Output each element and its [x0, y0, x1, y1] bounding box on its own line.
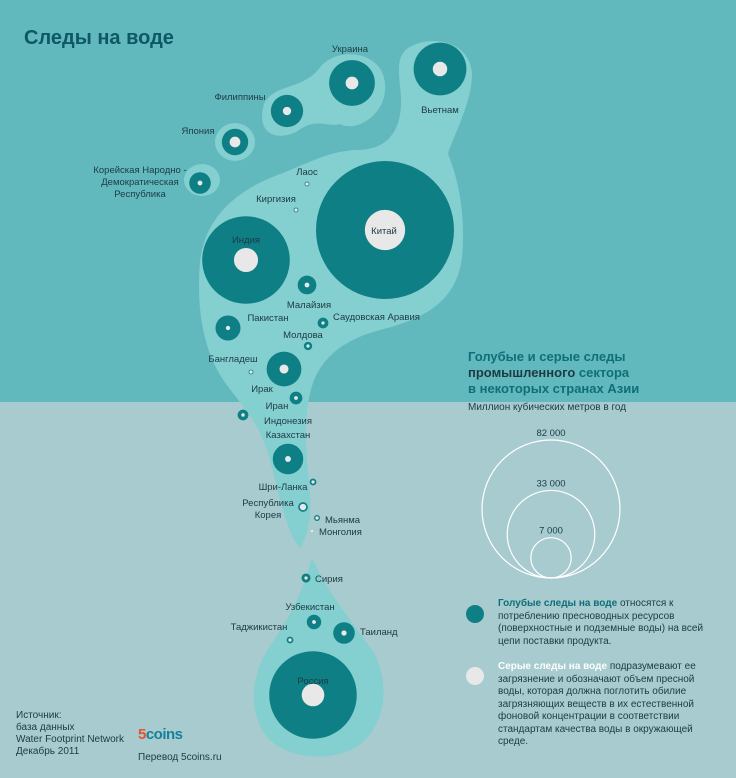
source-note: Источник: база данных Water Footprint Ne… [16, 710, 124, 758]
bubble-grey-11 [321, 321, 325, 325]
country-label-20: Мьянма [325, 515, 361, 526]
country-label-line: Республика [114, 189, 166, 200]
bubble-grey-15 [294, 396, 298, 400]
country-label-line: Республика [242, 498, 294, 509]
bubble-grey-22 [304, 576, 308, 580]
country-label-16: Индонезия [264, 416, 312, 427]
bubble-grey-25 [341, 630, 347, 636]
bubble-grey-6 [294, 208, 298, 212]
scale-label-0: 82 000 [536, 428, 565, 439]
bubble-grey-13 [249, 370, 253, 374]
bubble-grey-12 [306, 344, 310, 348]
country-label-15: Иран [266, 401, 289, 412]
logo: 5coins [138, 726, 183, 743]
bubble-grey-18 [311, 480, 315, 484]
country-label-1: Вьетнам [421, 105, 459, 116]
translation-credit: Перевод 5coins.ru [138, 752, 222, 763]
legend-grey-text: Серые следы на воде подразумевают ее заг… [498, 661, 723, 749]
legend-grey-dot [466, 667, 484, 685]
country-label-26: Россия [297, 676, 328, 687]
country-label-3: Япония [182, 126, 215, 137]
legend-title-part1: Голубые и серые следы [468, 349, 626, 364]
legend-blue-bold: Голубые следы на воде [498, 598, 618, 609]
country-label-line: Корейская Народно - [93, 165, 186, 176]
bubble-grey-26 [301, 683, 325, 707]
scale-label-1: 33 000 [536, 478, 565, 489]
bubble-grey-4 [197, 180, 203, 186]
bubble-grey-1 [432, 61, 448, 77]
country-label-line: Демократическая [101, 177, 178, 188]
scale-circle-2 [530, 537, 572, 579]
source-line-3: Water Footprint Network [16, 734, 124, 745]
bubble-grey-14 [279, 364, 289, 374]
legend-title-part2: промышленного [468, 365, 576, 380]
country-label-line: Корея [255, 510, 282, 521]
legend-title: Голубые и серые следы промышленного сект… [468, 349, 728, 397]
country-label-25: Таиланд [360, 627, 398, 638]
bubble-grey-9 [304, 282, 310, 288]
bubble-grey-16 [241, 413, 245, 417]
country-label-5: Лаос [296, 167, 318, 178]
legend-grey-bold: Серые следы на воде [498, 661, 608, 672]
bubble-grey-2 [282, 106, 292, 116]
country-label-11: Саудовская Аравия [333, 312, 420, 323]
bubble-grey-8 [233, 247, 259, 273]
bubble-grey-0 [345, 76, 359, 90]
legend-title-part4: в некоторых странах Азии [468, 381, 640, 396]
logo-main: 5 [138, 726, 146, 743]
country-label-6: Киргизия [256, 194, 296, 205]
source-line-4: Декабрь 2011 [16, 746, 80, 757]
legend-title-part3: сектора [578, 365, 630, 380]
legend-grey-rest: подразумевают ее загрязнение и обозначаю… [498, 661, 696, 747]
bubble-grey-10 [225, 325, 231, 331]
bubble-grey-3 [229, 136, 241, 148]
scale-label-2: 7 000 [539, 526, 563, 537]
country-label-21: Монголия [319, 527, 362, 538]
bubble-grey-24 [288, 638, 292, 642]
bubble-grey-23 [312, 620, 316, 624]
country-label-17: Казахстан [266, 430, 311, 441]
bubble-grey-5 [305, 182, 309, 186]
legend-blue-text: Голубые следы на воде относятся к потреб… [498, 598, 723, 648]
bubble-grey-21 [310, 529, 314, 533]
country-label-23: Узбекистан [285, 602, 334, 613]
page-title: Следы на воде [24, 27, 174, 49]
bubble-grey-17 [285, 456, 291, 462]
country-label-2: Филиппины [214, 92, 265, 103]
logo-accent: coins [145, 726, 183, 743]
country-label-7: Китай [371, 226, 397, 237]
bubble-grey-19 [299, 503, 307, 511]
legend-unit: Миллион кубических метров в год [468, 402, 627, 413]
country-label-10: Пакистан [247, 313, 288, 324]
country-label-13: Бангладеш [208, 354, 257, 365]
source-line-2: база данных [16, 722, 75, 733]
country-label-24: Таджикистан [231, 622, 288, 633]
country-label-14: Ирак [251, 384, 273, 395]
scale-circle-0 [481, 439, 621, 579]
country-label-22: Сирия [315, 574, 343, 585]
legend-blue-rest: относятся к потреблению пресноводных рес… [498, 598, 704, 647]
bubble-grey-20 [315, 516, 319, 520]
bubble-grey-7 [364, 209, 406, 251]
country-label-9: Малайзия [287, 300, 331, 311]
country-label-8: Индия [232, 235, 260, 246]
country-label-18: Шри-Ланка [259, 482, 309, 493]
country-label-0: Украина [332, 44, 369, 55]
source-line-1: Источник: [16, 710, 62, 721]
legend-blue-dot [466, 605, 484, 623]
country-label-12: Молдова [283, 330, 323, 341]
